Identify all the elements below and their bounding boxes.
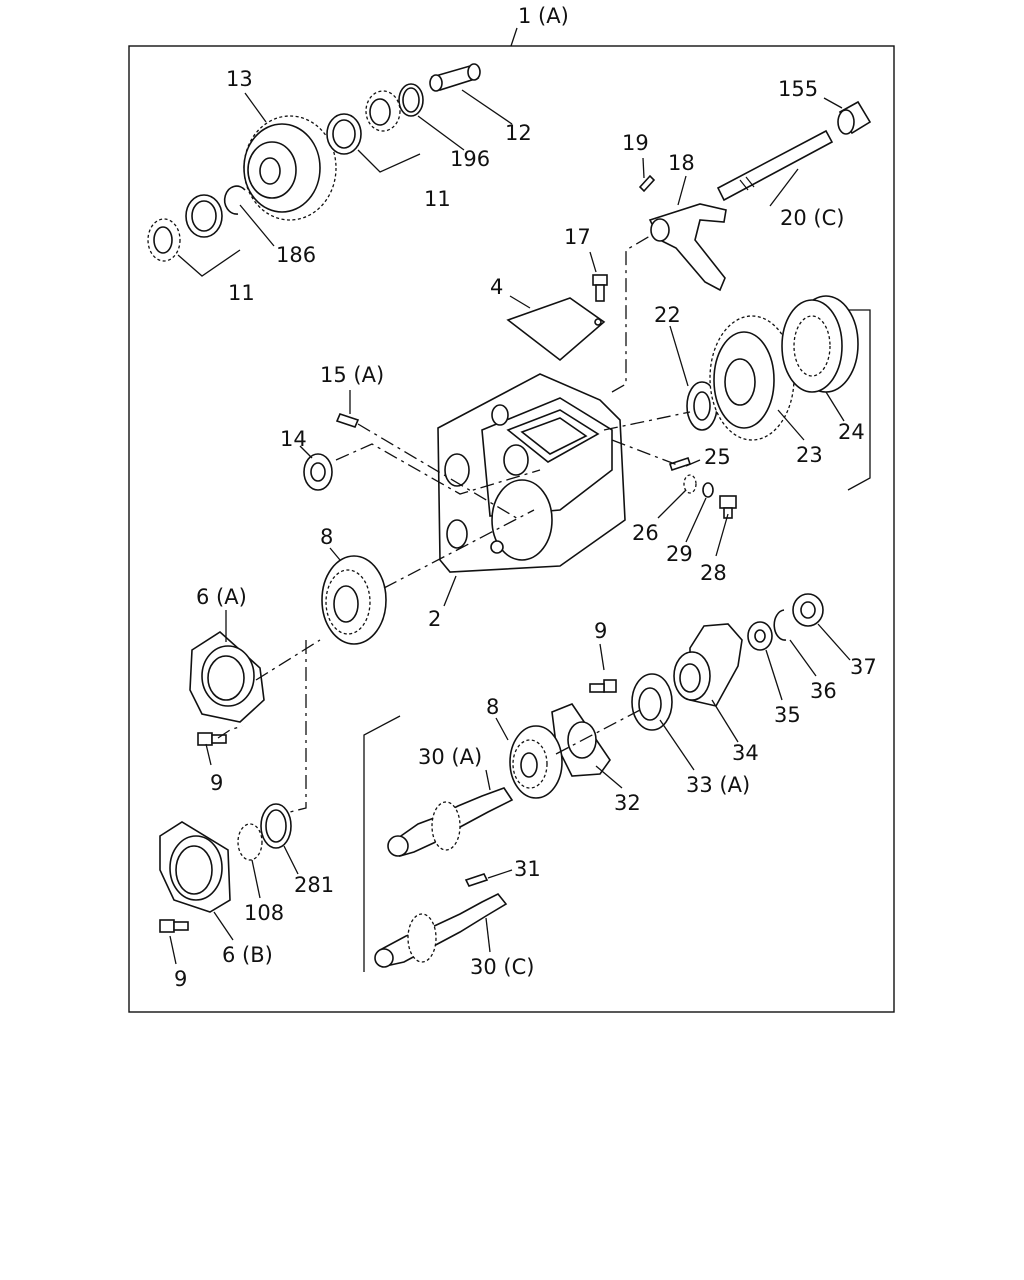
part-label-281: 281 [294,873,334,897]
snap-ring-36 [773,609,787,641]
part-label-18: 18 [668,151,695,175]
part-label-4: 4 [490,275,503,299]
part-label-25: 25 [704,445,731,469]
shim-281 [260,803,292,849]
part-label-9-left: 9 [210,771,223,795]
part-label-6a: 6 (A) [196,585,247,609]
shift-fork-18 [648,203,727,292]
thrust-washer-22 [686,381,718,431]
bolt-17 [592,274,608,302]
ring-196 [398,83,424,117]
shaft-30a [387,787,514,858]
key-31 [464,873,489,887]
nut-37 [792,593,824,627]
pin-19 [638,174,656,193]
part-label-8-lower: 8 [486,695,499,719]
part-label-11-lower: 11 [228,281,255,305]
housing-34 [673,623,743,707]
part-label-22: 22 [654,303,681,327]
detent-parts-25-26-29-28 [668,456,737,519]
bolt-9-lower-left [159,919,189,933]
part-label-186: 186 [276,243,316,267]
ball-bearing-8-upper [321,555,387,645]
part-label-2: 2 [428,607,441,631]
part-label-28: 28 [700,561,727,585]
part-label-29: 29 [666,542,693,566]
shaft-30c [374,892,508,968]
part-label-24: 24 [838,420,865,444]
part-label-23: 23 [796,443,823,467]
bearing-14 [303,453,333,491]
assembly-label: 1 (A) [518,4,569,28]
part-label-9-right: 9 [594,619,607,643]
ball-bearing-8-lower [509,725,563,799]
part-label-33a: 33 (A) [686,773,750,797]
bolt-9-right [589,679,617,693]
part-label-37: 37 [850,655,877,679]
washer-35 [747,621,773,651]
part-label-196: 196 [450,147,490,171]
part-label-9-lower-left: 9 [174,967,187,991]
part-label-6b: 6 (B) [222,943,273,967]
bolt-9-left [197,732,227,746]
seal-33a [631,673,673,731]
pin-12 [429,63,481,92]
bushing-155 [837,100,872,135]
part-label-19: 19 [622,131,649,155]
part-label-20c: 20 (C) [780,206,844,230]
part-label-30a: 30 (A) [418,745,482,769]
part-label-8-upper: 8 [320,525,333,549]
snap-ring-108 [237,823,263,861]
gear-13 [243,115,337,221]
bearing-11-upper [326,90,401,155]
part-label-32: 32 [614,791,641,815]
pin-15a [335,413,360,428]
part-label-36: 36 [810,679,837,703]
flange-6a [189,630,265,723]
flange-6b [159,821,231,913]
part-label-13: 13 [226,67,253,91]
part-label-15a: 15 (A) [320,363,384,387]
gear-23 [709,315,795,441]
part-label-30c: 30 (C) [470,955,534,979]
part-label-12: 12 [505,121,532,145]
part-label-155: 155 [778,77,818,101]
cover-4 [506,297,606,362]
bearing-11-lower [147,194,223,262]
part-label-26: 26 [632,521,659,545]
part-label-108: 108 [244,901,284,925]
part-label-14: 14 [280,427,307,451]
shift-rod-20c [716,129,834,202]
housing-2 [437,373,626,573]
part-label-35: 35 [774,703,801,727]
part-label-34: 34 [732,741,759,765]
part-label-31: 31 [514,857,541,881]
part-label-17: 17 [564,225,591,249]
sleeve-24 [781,295,859,393]
part-label-11-upper: 11 [424,187,451,211]
snap-ring-186 [223,185,246,215]
